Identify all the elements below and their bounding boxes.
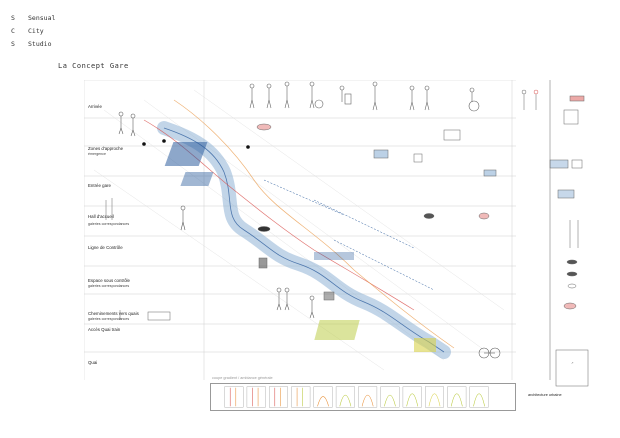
brand-word: Studio [28, 40, 52, 48]
level-label-7: Accès Quai train [88, 327, 121, 332]
right-detail-panel [521, 80, 589, 387]
brand-initial: S [11, 40, 15, 48]
brand-line-1: S Sensual [11, 12, 55, 25]
diagonal-annotations [263, 179, 435, 291]
level-sub-3: galeries correspondances [88, 222, 130, 226]
level-label-0: Arrivée [88, 104, 102, 109]
level-label-2: Entrée gare [88, 183, 111, 188]
brand-initial: C [11, 27, 15, 35]
axonometric-diagram [84, 80, 516, 380]
brand-line-3: S Studio [11, 38, 55, 51]
page-title: La Concept Gare [58, 62, 129, 70]
brand-word: Sensual [28, 14, 56, 22]
level-label-1: Zones d'approche [88, 146, 124, 151]
brand-line-2: C City [11, 25, 55, 38]
footer-label: architecture urbaine [528, 393, 562, 397]
brand-block: S Sensual C City S Studio [11, 12, 55, 51]
legend-caption: coupe gradient / ambiance générale [212, 376, 273, 380]
people-silhouettes [249, 81, 480, 112]
brand-initial: S [11, 14, 15, 22]
circulation-ribbon [143, 99, 455, 359]
level-sub-5: galeries correspondances [88, 284, 130, 288]
level-sub-6: galeries correspondances [88, 317, 130, 321]
map-pins [142, 139, 250, 149]
grid-lines [84, 80, 516, 380]
gradient-legend [210, 383, 516, 411]
perspective-lines [93, 89, 505, 371]
level-label-8: Quai [88, 360, 98, 365]
compass-label: ↗ [571, 361, 574, 365]
people-silhouettes-mid [118, 111, 501, 359]
level-label-4: Ligne de Contrôle [88, 245, 123, 250]
level-label-3: Hall d'accueil [88, 214, 114, 219]
level-label-5: Espace sous contrôle [88, 278, 130, 283]
level-sub-1: émergence [88, 152, 106, 156]
brand-word: City [28, 27, 44, 35]
level-label-6: Cheminements vers quais [88, 311, 139, 316]
street-furniture [105, 123, 497, 321]
